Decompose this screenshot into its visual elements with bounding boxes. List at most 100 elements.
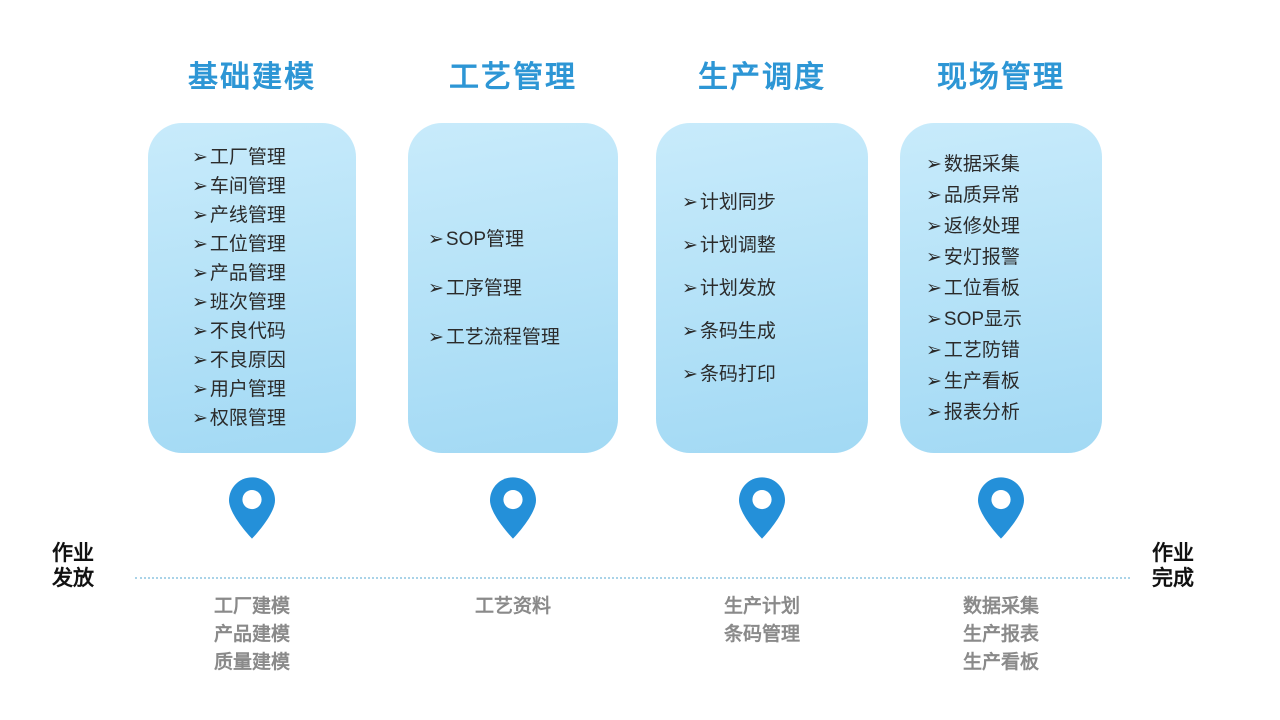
arrow-bullet-icon: ➢ — [428, 228, 444, 250]
module-item: ➢工艺防错 — [926, 337, 1020, 364]
module-item-label: 不良代码 — [209, 321, 286, 342]
job-complete-label-line2: 完成 — [1152, 567, 1194, 590]
arrow-bullet-icon: ➢ — [428, 326, 444, 348]
location-pin-icon — [229, 477, 275, 539]
module-item: ➢产线管理 — [192, 202, 286, 229]
module-item: ➢计划调整 — [682, 232, 776, 259]
module-box: ➢工厂管理➢车间管理➢产线管理➢工位管理➢产品管理➢班次管理➢不良代码➢不良原因… — [148, 123, 356, 453]
module-item-label: 报表分析 — [943, 401, 1020, 423]
footer-item: 质量建模 — [213, 652, 290, 673]
module-item: ➢权限管理 — [192, 405, 286, 432]
job-release-label-line2: 发放 — [52, 567, 94, 590]
column-shopfloor-management: 现场管理 ➢数据采集➢品质异常➢返修处理➢安灯报警➢工位看板➢SOP显示➢工艺防… — [900, 52, 1102, 677]
arrow-bullet-icon: ➢ — [192, 292, 208, 313]
arrow-bullet-icon: ➢ — [682, 277, 698, 299]
column-basic-modeling: 基础建模 ➢工厂管理➢车间管理➢产线管理➢工位管理➢产品管理➢班次管理➢不良代码… — [148, 52, 356, 677]
job-release-label: 作业 发放 — [52, 541, 94, 591]
arrow-bullet-icon: ➢ — [926, 370, 942, 392]
module-item-label: 品质异常 — [943, 184, 1020, 206]
column-production-scheduling: 生产调度 ➢计划同步➢计划调整➢计划发放➢条码生成➢条码打印 生产计划条码管理 — [656, 52, 868, 649]
module-item-label: 计划同步 — [699, 191, 776, 213]
footer-item: 产品建模 — [213, 624, 290, 645]
arrow-bullet-icon: ➢ — [192, 205, 208, 226]
arrow-bullet-icon: ➢ — [428, 277, 444, 299]
module-box: ➢数据采集➢品质异常➢返修处理➢安灯报警➢工位看板➢SOP显示➢工艺防错➢生产看… — [900, 123, 1102, 453]
module-item-label: 工艺流程管理 — [445, 326, 560, 348]
arrow-bullet-icon: ➢ — [192, 176, 208, 197]
module-item-label: 权限管理 — [209, 408, 286, 429]
module-item: ➢车间管理 — [192, 173, 286, 200]
arrow-bullet-icon: ➢ — [682, 234, 698, 256]
footer-item: 工厂建模 — [213, 596, 290, 617]
module-item: ➢条码生成 — [682, 318, 776, 345]
module-item: ➢班次管理 — [192, 289, 286, 316]
footer-item: 生产看板 — [962, 652, 1039, 673]
module-item-label: 安灯报警 — [943, 246, 1020, 268]
module-box: ➢SOP管理➢工序管理➢工艺流程管理 — [408, 123, 618, 453]
footer-item: 生产计划 — [723, 596, 800, 617]
arrow-bullet-icon: ➢ — [192, 321, 208, 342]
module-box: ➢计划同步➢计划调整➢计划发放➢条码生成➢条码打印 — [656, 123, 868, 453]
module-item-label: 不良原因 — [209, 350, 286, 371]
job-release-label-line1: 作业 — [52, 542, 94, 565]
column-footer: 生产计划条码管理 — [724, 593, 800, 649]
arrow-bullet-icon: ➢ — [192, 234, 208, 255]
footer-item: 工艺资料 — [474, 596, 551, 617]
module-item: ➢品质异常 — [926, 182, 1020, 209]
column-footer: 工艺资料 — [475, 593, 551, 621]
footer-item: 条码管理 — [723, 624, 800, 645]
module-item: ➢工位管理 — [192, 231, 286, 258]
module-item: ➢SOP管理 — [428, 226, 524, 253]
arrow-bullet-icon: ➢ — [192, 350, 208, 371]
location-pin-icon — [490, 477, 536, 539]
module-item-label: 工序管理 — [445, 277, 522, 299]
column-footer: 数据采集生产报表生产看板 — [963, 593, 1039, 677]
module-item: ➢数据采集 — [926, 151, 1020, 178]
arrow-bullet-icon: ➢ — [926, 215, 942, 237]
module-item-label: 条码生成 — [699, 320, 776, 342]
arrow-bullet-icon: ➢ — [926, 339, 942, 361]
module-item-label: 条码打印 — [699, 363, 776, 385]
module-item-label: 用户管理 — [209, 379, 286, 400]
module-item-label: SOP管理 — [445, 228, 525, 250]
arrow-bullet-icon: ➢ — [926, 277, 942, 299]
module-item-label: 班次管理 — [209, 292, 286, 313]
arrow-bullet-icon: ➢ — [682, 191, 698, 213]
arrow-bullet-icon: ➢ — [926, 308, 942, 330]
arrow-bullet-icon: ➢ — [192, 408, 208, 429]
job-complete-label: 作业 完成 — [1152, 541, 1194, 591]
footer-item: 数据采集 — [962, 596, 1039, 617]
module-item-label: 生产看板 — [943, 370, 1020, 392]
module-item-label: SOP显示 — [943, 308, 1023, 330]
module-item-label: 车间管理 — [209, 176, 286, 197]
module-item-label: 返修处理 — [943, 215, 1020, 237]
module-item-label: 产品管理 — [209, 263, 286, 284]
module-item: ➢不良代码 — [192, 318, 286, 345]
module-item: ➢返修处理 — [926, 213, 1020, 240]
module-item-label: 数据采集 — [943, 153, 1020, 175]
module-item: ➢工艺流程管理 — [428, 324, 560, 351]
footer-item: 生产报表 — [962, 624, 1039, 645]
module-item: ➢不良原因 — [192, 347, 286, 374]
column-process-management: 工艺管理 ➢SOP管理➢工序管理➢工艺流程管理 工艺资料 — [408, 52, 618, 621]
module-item: ➢计划同步 — [682, 189, 776, 216]
column-title: 基础建模 — [188, 61, 316, 94]
arrow-bullet-icon: ➢ — [192, 263, 208, 284]
job-complete-label-line1: 作业 — [1152, 542, 1194, 565]
module-item: ➢安灯报警 — [926, 244, 1020, 271]
column-footer: 工厂建模产品建模质量建模 — [214, 593, 290, 677]
module-item-label: 计划发放 — [699, 277, 776, 299]
module-item: ➢SOP显示 — [926, 306, 1022, 333]
module-item: ➢用户管理 — [192, 376, 286, 403]
arrow-bullet-icon: ➢ — [682, 363, 698, 385]
module-item: ➢产品管理 — [192, 260, 286, 287]
module-item: ➢报表分析 — [926, 399, 1020, 426]
module-item: ➢计划发放 — [682, 275, 776, 302]
module-item-label: 工厂管理 — [209, 147, 286, 168]
module-item-label: 计划调整 — [699, 234, 776, 256]
location-pin-icon — [978, 477, 1024, 539]
timeline-divider — [135, 577, 1130, 579]
arrow-bullet-icon: ➢ — [192, 147, 208, 168]
arrow-bullet-icon: ➢ — [682, 320, 698, 342]
